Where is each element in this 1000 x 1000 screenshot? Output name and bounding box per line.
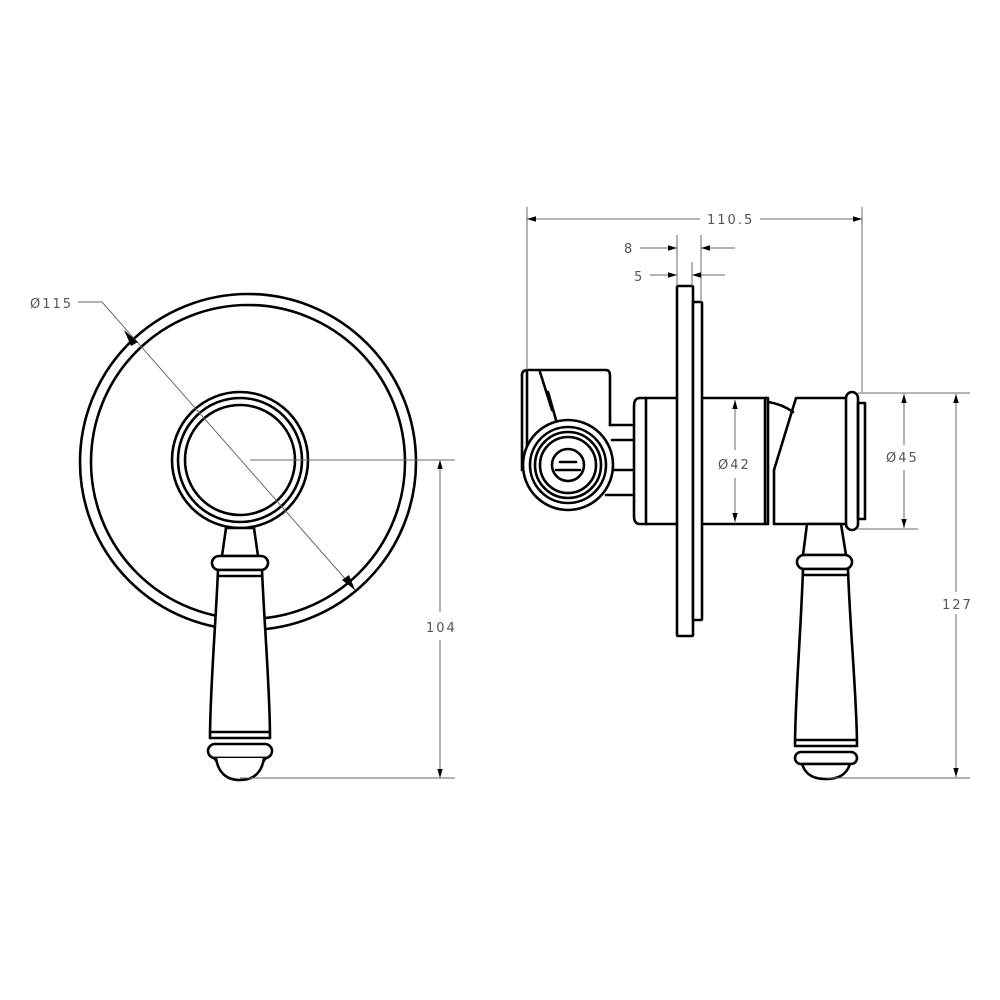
dim-hub-diameter: Ø45 [858,392,970,530]
inlet-fitting [521,418,615,512]
lever-hub [766,390,867,532]
dim-plate-diameter: Ø115 [30,297,356,591]
dim-label-overall-depth: 110.5 [707,213,754,228]
dim-label-front-height: 104 [426,621,457,636]
dim-label-overall-height: 127 [942,598,973,613]
lever-handle-side [793,522,859,781]
dim-label-body-diameter: Ø42 [718,458,751,473]
dim-label-hub-diameter: Ø45 [886,451,919,466]
dim-body-diameter: Ø42 [718,400,751,522]
dim-overall-height: 127 [826,394,973,779]
front-view: Ø115 104 [30,292,457,782]
dim-label-plate-thickness: 8 [624,242,634,257]
dim-trim-thickness: 5 [634,262,725,286]
dim-label-trim-thickness: 5 [634,270,644,285]
wall-plate-side [675,284,704,638]
dim-front-height: 104 [240,459,457,779]
dim-plate-thickness: 8 [624,235,735,302]
dim-label-plate-diameter: Ø115 [30,297,73,312]
dim-overall-depth: 110.5 [526,207,863,392]
side-view: 110.5 8 5 Ø42 Ø45 [520,207,973,781]
lever-handle-front [206,526,274,782]
